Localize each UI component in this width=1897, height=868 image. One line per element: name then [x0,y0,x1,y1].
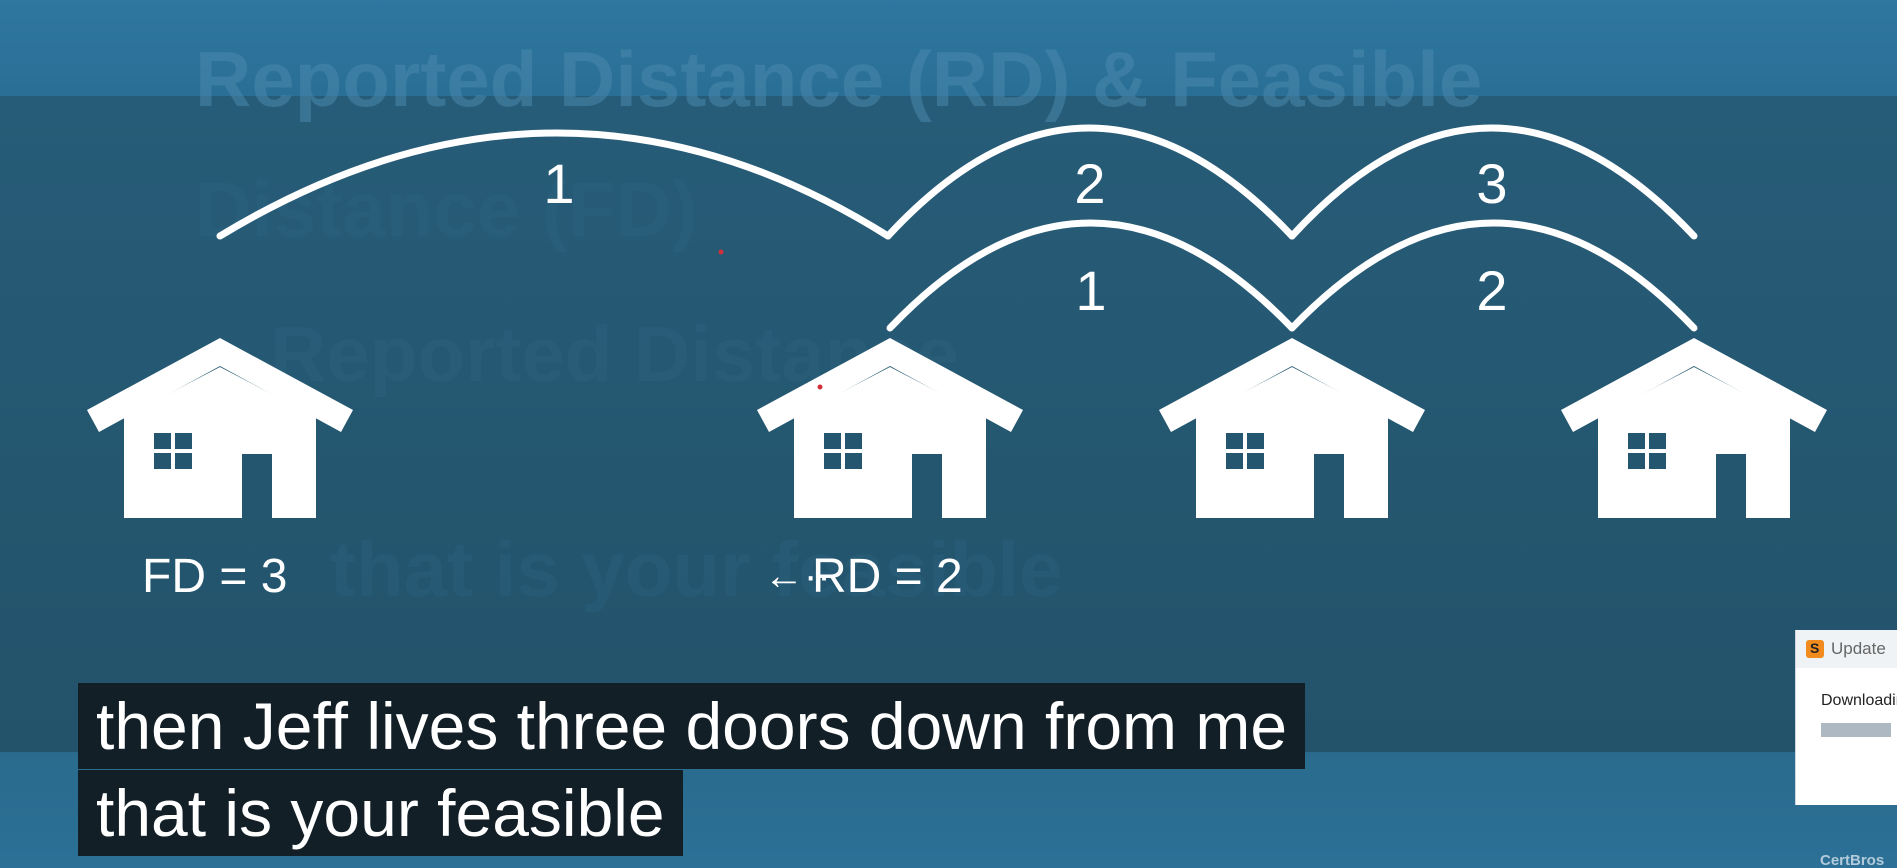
hop-count-label: 2 [1074,152,1106,215]
subtitle-line-2: that is your feasible [78,770,683,856]
download-progress-fill [1821,723,1891,737]
hop-count-label: 3 [1476,152,1508,215]
hop-arc-top-3 [1288,124,1698,240]
hop-arc-top-1 [216,129,892,240]
house-icon [1561,338,1827,518]
channel-watermark: CertBros [1820,854,1885,868]
video-top-band [0,0,1897,96]
hop-arc-top-2 [884,124,1296,240]
update-popup-title: Update [1831,639,1886,658]
house-icon [87,338,353,518]
house-icon [757,338,1023,518]
faded-slide-text: that is your feasible [330,525,1063,613]
update-status-text: Downloading [1821,692,1897,709]
update-popup[interactable]: Update Downloading [1795,630,1897,805]
feasible-distance-label: FD = 3 [142,550,288,603]
faded-slide-text: Distance (FD) [195,165,698,253]
hop-count-label: 1 [543,152,575,215]
hop-arc-bottom-2 [1288,219,1698,332]
hop-count-label: 1 [1075,259,1107,322]
slide-title-faded: Reported Distance (RD) & Feasible [195,35,1483,123]
reported-distance-label: RD = 2 [812,550,963,603]
subtitle-line-1: then Jeff lives three doors down from me [78,683,1306,769]
update-popup-header[interactable]: Update [1796,630,1897,668]
laser-pointer-dot [718,249,724,255]
laser-pointer-dot [817,384,823,390]
download-progress-bar [1821,723,1891,737]
rd-arrow-icon: ←·· [764,554,831,598]
hop-count-label: 2 [1476,259,1508,322]
app-logo-icon [1806,640,1824,658]
hop-arc-bottom-1 [886,219,1296,332]
house-icon [1159,338,1425,518]
